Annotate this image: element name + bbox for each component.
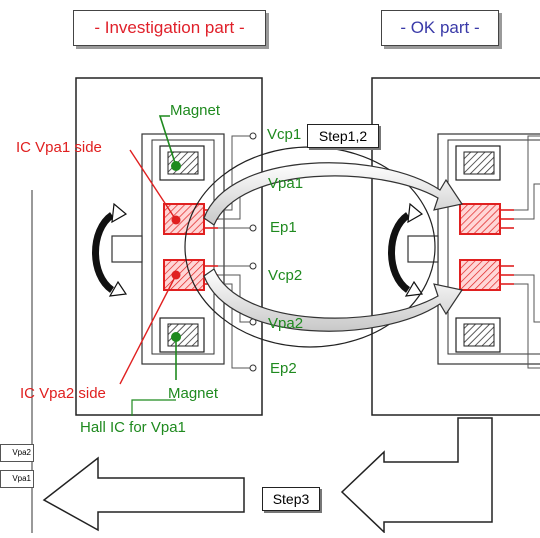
return-arrow	[42, 456, 245, 532]
ok-sensor-inner-frame	[447, 139, 540, 355]
rotation-arrow-head-top	[111, 202, 128, 224]
shaft	[111, 235, 143, 263]
ic-vpa2-side-label: IC Vpa2 side	[20, 385, 106, 402]
investigation-part-header: - Investigation part -	[73, 10, 266, 46]
step12-label: Step1,2	[307, 124, 379, 148]
ok-ic-vpa1	[459, 203, 501, 235]
ok-assembly	[371, 77, 540, 416]
terminal-vpa1-label: Vpa1	[268, 175, 304, 192]
terminal-vcp1-label: Vcp1	[267, 126, 302, 143]
mini-vpa1-cell: Vpa1	[0, 470, 34, 488]
mini-vpa2-cell: Vpa2	[0, 444, 34, 462]
ok-ic-vpa2	[459, 259, 501, 291]
elbow-arrow	[340, 417, 493, 534]
terminal-ep2-label: Ep2	[270, 360, 297, 377]
ok-magnet-bottom	[463, 323, 495, 347]
terminal-ep1-label: Ep1	[270, 219, 297, 236]
swap-arrow-upper	[203, 162, 463, 226]
rotation-arrow	[92, 212, 115, 293]
ic-vpa1	[163, 203, 205, 235]
bottom-arrows	[31, 190, 493, 534]
terminal-vpa2-label: Vpa2	[268, 315, 304, 332]
terminal-vcp2-label: Vcp2	[268, 267, 303, 284]
investigation-assembly	[75, 77, 263, 416]
sensor-inner-frame	[151, 139, 215, 355]
ok-rotation-arrow	[388, 212, 411, 293]
ok-part-header: - OK part -	[381, 10, 499, 46]
ok-shaft	[407, 235, 439, 263]
ic-vpa2-leader	[119, 274, 177, 385]
ic-vpa1-side-label: IC Vpa1 side	[16, 139, 102, 156]
step3-label: Step3	[262, 487, 320, 511]
hall-ic-leader	[131, 399, 176, 416]
rotation-arrow-head-bottom	[108, 280, 128, 297]
swap-arrow-lower	[203, 268, 463, 332]
ok-magnet-top	[463, 151, 495, 175]
magnet-bottom-label: Magnet	[168, 385, 219, 402]
hall-ic-label: Hall IC for Vpa1	[80, 419, 186, 436]
magnet-top-leader	[158, 115, 177, 167]
magnet-top-label: Magnet	[170, 102, 221, 119]
ic-vpa1-leader	[129, 149, 177, 221]
